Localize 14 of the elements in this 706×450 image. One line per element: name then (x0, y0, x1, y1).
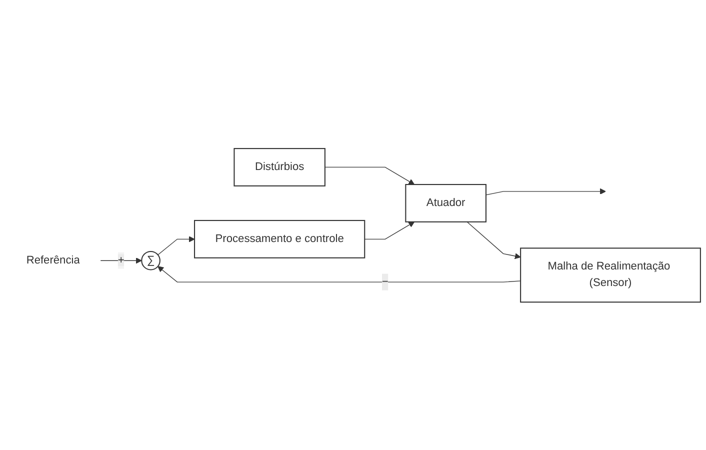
node-box: Atuador (405, 184, 486, 222)
arrow (364, 221, 415, 240)
node-box: Distúrbios (234, 148, 326, 186)
arrow (324, 166, 415, 184)
edge-label: + (118, 254, 124, 266)
edge-label: − (382, 276, 388, 288)
arrow (158, 236, 195, 255)
arrow (486, 188, 606, 195)
node-text: Referência (26, 254, 80, 266)
arrow (158, 266, 521, 282)
node-circle: ∑ (141, 250, 160, 270)
node-box: Processamento e controle (194, 220, 366, 258)
arrow (466, 221, 521, 259)
node-box: Malha de Realimentação (Sensor) (520, 247, 701, 302)
